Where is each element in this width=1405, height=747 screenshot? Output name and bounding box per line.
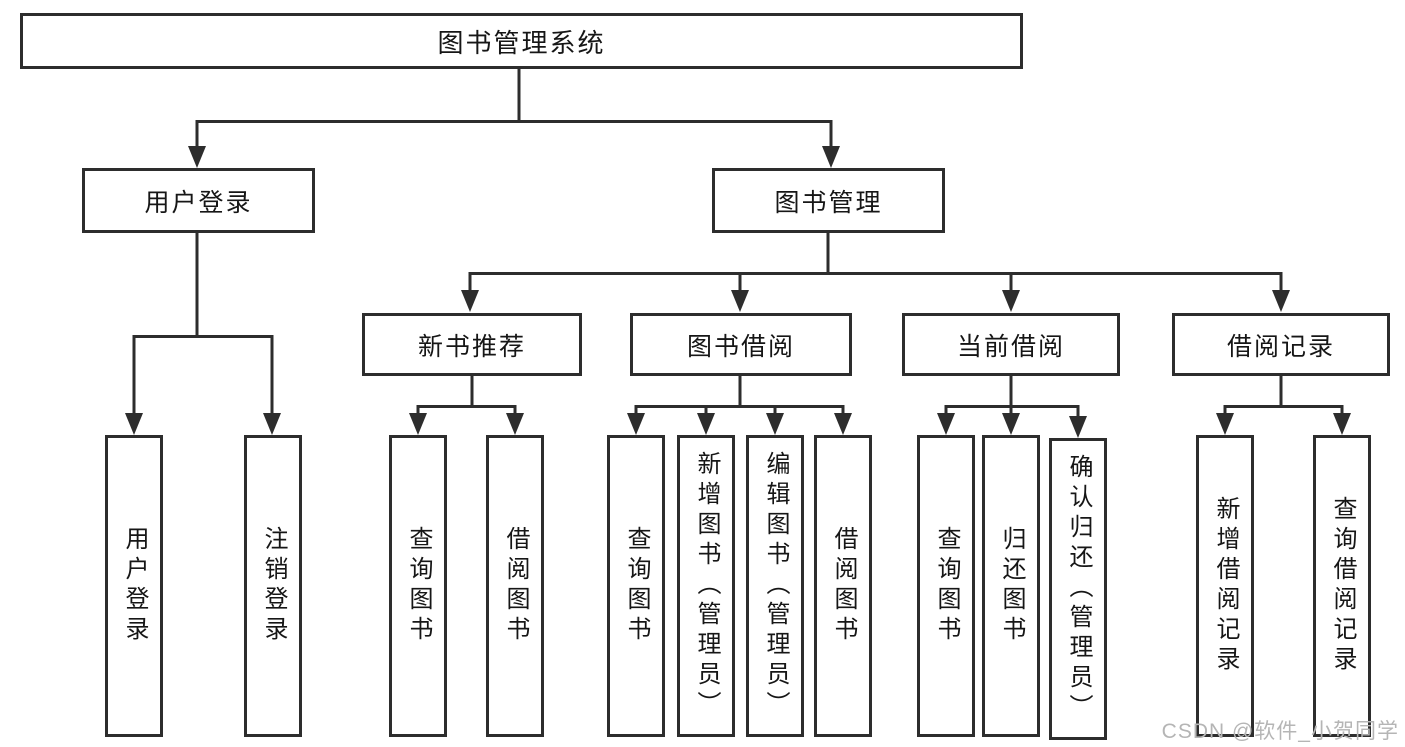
node-borrow-records-label: 借阅记录 (1226, 332, 1335, 361)
connector-current-borrow-to-leaves (944, 376, 1080, 418)
leaf-cb-query-label: 查询图书 (933, 526, 960, 646)
leaf-cb-query: 查询图书 (917, 435, 975, 737)
leaf-bb-edit-label: 编辑图书（管理员） (762, 451, 789, 721)
leaf-nb-borrow: 借阅图书 (486, 435, 544, 737)
leaf-nb-query-label: 查询图书 (405, 526, 432, 646)
node-new-book-rec-label: 新书推荐 (417, 332, 526, 361)
connector-book-borrow-to-leaves (634, 376, 845, 416)
node-new-book-rec: 新书推荐 (362, 313, 582, 376)
connector-borrow-records-to-leaves (1223, 376, 1344, 416)
arrowhead-leaf-bb-add (697, 413, 715, 435)
leaf-cb-return: 归还图书 (982, 435, 1040, 737)
node-book-borrow: 图书借阅 (630, 313, 852, 376)
leaf-bb-add: 新增图书（管理员） (677, 435, 735, 737)
connector-root-to-level2 (195, 69, 833, 148)
arrowhead-user-login-branch (188, 146, 206, 168)
leaf-br-query-label: 查询借阅记录 (1329, 496, 1356, 676)
leaf-bb-borrow: 借阅图书 (814, 435, 872, 737)
leaf-br-query: 查询借阅记录 (1313, 435, 1371, 737)
leaf-cb-confirm: 确认归还（管理员） (1049, 438, 1107, 740)
connector-new-book-to-leaves (416, 376, 517, 416)
leaf-user-login-label: 用户登录 (121, 526, 148, 646)
leaf-nb-borrow-label: 借阅图书 (502, 526, 529, 646)
arrowhead-leaf-br-add (1216, 413, 1234, 435)
leaf-cb-confirm-label: 确认归还（管理员） (1065, 454, 1092, 724)
node-user-login-branch: 用户登录 (82, 168, 315, 233)
node-book-borrow-label: 图书借阅 (686, 332, 795, 361)
arrowhead-leaf-cb-confirm (1069, 416, 1087, 438)
node-current-borrow: 当前借阅 (902, 313, 1120, 376)
leaf-bb-query: 查询图书 (607, 435, 665, 737)
arrowhead-book-borrow (731, 290, 749, 312)
connector-book-mgmt-to-level3 (468, 233, 1283, 292)
leaf-logout: 注销登录 (244, 435, 302, 737)
node-root-label: 图书管理系统 (437, 27, 606, 58)
leaf-bb-add-label: 新增图书（管理员） (693, 451, 720, 721)
node-book-mgmt-branch: 图书管理 (712, 168, 945, 233)
arrowhead-book-mgmt-branch (822, 146, 840, 168)
node-current-borrow-label: 当前借阅 (956, 332, 1065, 361)
arrowhead-leaf-bb-edit (766, 413, 784, 435)
leaf-br-add-label: 新增借阅记录 (1212, 496, 1239, 676)
arrowhead-leaf-br-query (1333, 413, 1351, 435)
arrowhead-current-borrow (1002, 290, 1020, 312)
arrowhead-leaf-nb-query (409, 413, 427, 435)
node-borrow-records: 借阅记录 (1172, 313, 1390, 376)
arrowhead-borrow-records (1272, 290, 1290, 312)
leaf-user-login: 用户登录 (105, 435, 163, 737)
arrowhead-leaf-bb-borrow (834, 413, 852, 435)
arrowhead-leaf-nb-borrow (506, 413, 524, 435)
arrowhead-leaf-logout (263, 413, 281, 435)
leaf-cb-return-label: 归还图书 (998, 526, 1025, 646)
leaf-logout-label: 注销登录 (260, 526, 287, 646)
arrowhead-new-book-rec (461, 290, 479, 312)
arrowhead-leaf-cb-query (937, 413, 955, 435)
leaf-bb-query-label: 查询图书 (623, 526, 650, 646)
node-book-mgmt-branch-label: 图书管理 (774, 188, 883, 217)
csdn-watermark: CSDN @软件_小贺同学 (1161, 720, 1399, 743)
leaf-bb-edit: 编辑图书（管理员） (746, 435, 804, 737)
node-root: 图书管理系统 (20, 13, 1023, 69)
leaf-nb-query: 查询图书 (389, 435, 447, 737)
arrowhead-leaf-cb-return (1002, 413, 1020, 435)
leaf-bb-borrow-label: 借阅图书 (830, 526, 857, 646)
arrowhead-leaf-bb-query (627, 413, 645, 435)
leaf-br-add: 新增借阅记录 (1196, 435, 1254, 737)
connector-user-login-to-leaves (132, 233, 274, 415)
arrowhead-leaf-user-login (125, 413, 143, 435)
node-user-login-branch-label: 用户登录 (144, 188, 253, 217)
